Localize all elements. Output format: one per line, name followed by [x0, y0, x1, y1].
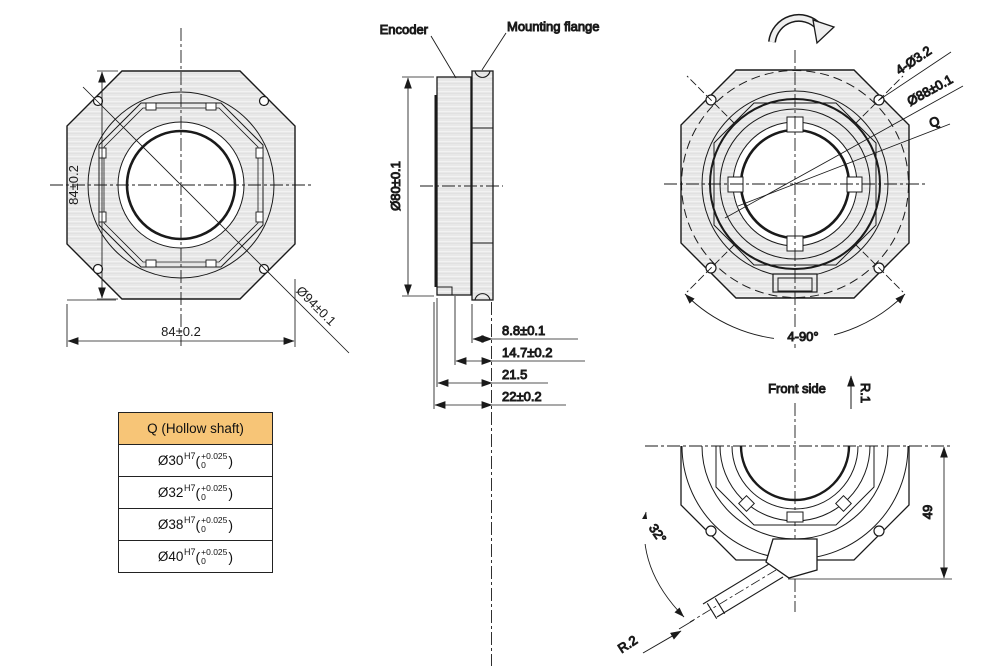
- paren-close: ): [228, 516, 234, 533]
- shaft-size: Ø30: [157, 453, 184, 468]
- bolt-circle-dim: Ø88±0.1: [904, 71, 955, 108]
- rear-view: 4-Ø3.2 Ø88±0.1 Q 4-90° Front side R.1: [664, 14, 964, 409]
- cable-view-centerlines: [645, 403, 951, 612]
- front-view-centerlines: [50, 28, 312, 346]
- front-diagonal-dim: Ø94±0.1: [293, 283, 339, 329]
- offset-dimension: [788, 446, 952, 580]
- cable-view: 32° 49 R.2: [614, 403, 952, 657]
- paren-close: ): [228, 548, 234, 565]
- side-view: Encoder Mounting flange Ø80±0.1 8.8±0.1 …: [379, 19, 600, 666]
- r2-label: R.2: [615, 632, 640, 656]
- cable-angle-dim-arc: [640, 511, 685, 618]
- cable-gland: [765, 538, 818, 579]
- rear-view-centerlines: [664, 50, 926, 348]
- shaft-fit: H7: [183, 546, 196, 557]
- tol-lower: 0: [201, 459, 206, 470]
- mounting-flange-label: Mounting flange: [507, 19, 600, 34]
- front-height-dim: 84±0.2: [66, 165, 81, 205]
- front-view-dimensions: [66, 70, 350, 354]
- shaft-size: Ø38: [157, 517, 184, 532]
- side-body-dim: 21.5: [502, 367, 527, 382]
- rotation-arrow-icon: [768, 14, 836, 45]
- side-flange-dim: 8.8±0.1: [502, 323, 545, 338]
- shaft-size: Ø32: [157, 485, 184, 500]
- side-view-dimensions: [402, 76, 585, 409]
- tol-lower: 0: [201, 491, 206, 502]
- r1-label: R.1: [858, 383, 873, 403]
- cable-view-body: [680, 445, 910, 579]
- r2-arrow: [642, 630, 682, 654]
- rear-view-leaders: [724, 51, 964, 219]
- holes-dim: 4-Ø3.2: [893, 43, 934, 78]
- paren-open: (: [195, 548, 201, 565]
- shaft-fit: H7: [183, 482, 196, 493]
- front-side-label: Front side: [768, 381, 826, 396]
- offset-dim: 49: [920, 505, 935, 519]
- tol-upper: +0.025: [201, 450, 228, 461]
- paren-close: ): [228, 452, 234, 469]
- shaft-fit: H7: [183, 450, 196, 461]
- shaft-size: Ø40: [157, 549, 184, 564]
- cable: [678, 563, 784, 630]
- paren-open: (: [195, 484, 201, 501]
- shaft-fit: H7: [183, 514, 196, 525]
- tol-upper: +0.025: [201, 482, 228, 493]
- tol-upper: +0.025: [201, 514, 228, 525]
- hollow-shaft-table-header: Q (Hollow shaft): [119, 413, 272, 445]
- hole-spacing-dim-arc: [684, 293, 906, 344]
- encoder-label: Encoder: [380, 22, 429, 37]
- tol-lower: 0: [201, 523, 206, 534]
- tol-lower: 0: [201, 555, 206, 566]
- side-diameter-dim: Ø80±0.1: [388, 161, 403, 211]
- side-view-body: [434, 70, 494, 301]
- paren-close: ): [228, 484, 234, 501]
- front-width-dim: 84±0.2: [161, 324, 201, 339]
- paren-open: (: [195, 452, 201, 469]
- side-mid-dim: 14.7±0.2: [502, 345, 553, 360]
- tol-upper: +0.025: [201, 546, 228, 557]
- side-total-dim: 22±0.2: [502, 389, 542, 404]
- hole-spacing-dim: 4-90°: [787, 329, 818, 344]
- paren-open: (: [195, 516, 201, 533]
- side-view-leaders: [430, 32, 507, 79]
- front-view: 84±0.2 84±0.2 Ø94±0.1: [50, 28, 350, 354]
